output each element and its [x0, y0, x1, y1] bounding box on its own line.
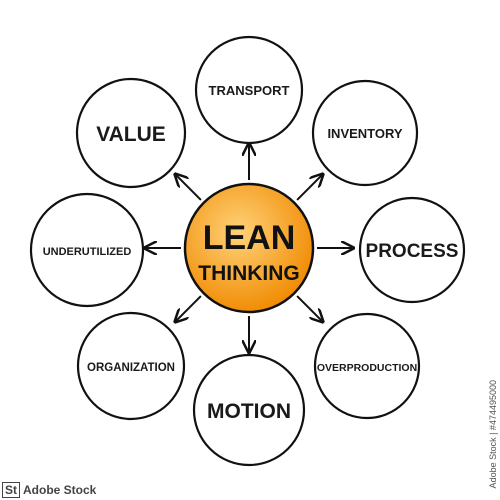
node-overproduction-label: OVERPRODUCTION [317, 362, 417, 374]
node-transport: TRANSPORT [194, 35, 304, 145]
stock-logo-text: Adobe Stock [23, 483, 97, 497]
stock-id-watermark: Adobe Stock | #474495000 [488, 380, 498, 489]
arrow-to-inventory [296, 175, 322, 201]
node-underutilized: UNDERUTILIZED [29, 192, 145, 308]
node-overproduction: OVERPRODUCTION [313, 312, 421, 420]
arrow-to-organization [176, 295, 202, 321]
node-inventory-label: INVENTORY [327, 126, 402, 141]
center-node: LEAN THINKING [183, 182, 315, 314]
node-underutilized-label: UNDERUTILIZED [43, 246, 132, 258]
arrow-to-value [176, 175, 202, 201]
node-inventory: INVENTORY [311, 79, 419, 187]
node-value-label: VALUE [96, 123, 166, 146]
arrow-to-overproduction [296, 295, 322, 321]
node-organization: ORGANIZATION [76, 311, 186, 421]
connector-arrows [146, 145, 352, 351]
node-value: VALUE [75, 77, 187, 189]
node-motion-label: MOTION [207, 400, 291, 423]
node-motion: MOTION [192, 353, 306, 467]
node-transport-label: TRANSPORT [209, 83, 290, 98]
adobe-stock-logo-icon: St [2, 482, 20, 498]
node-process: PROCESS [358, 196, 466, 304]
center-title-line1: LEAN [203, 219, 296, 257]
center-title-line2: THINKING [198, 262, 300, 285]
node-organization-label: ORGANIZATION [87, 362, 175, 374]
node-process-label: PROCESS [366, 241, 459, 262]
